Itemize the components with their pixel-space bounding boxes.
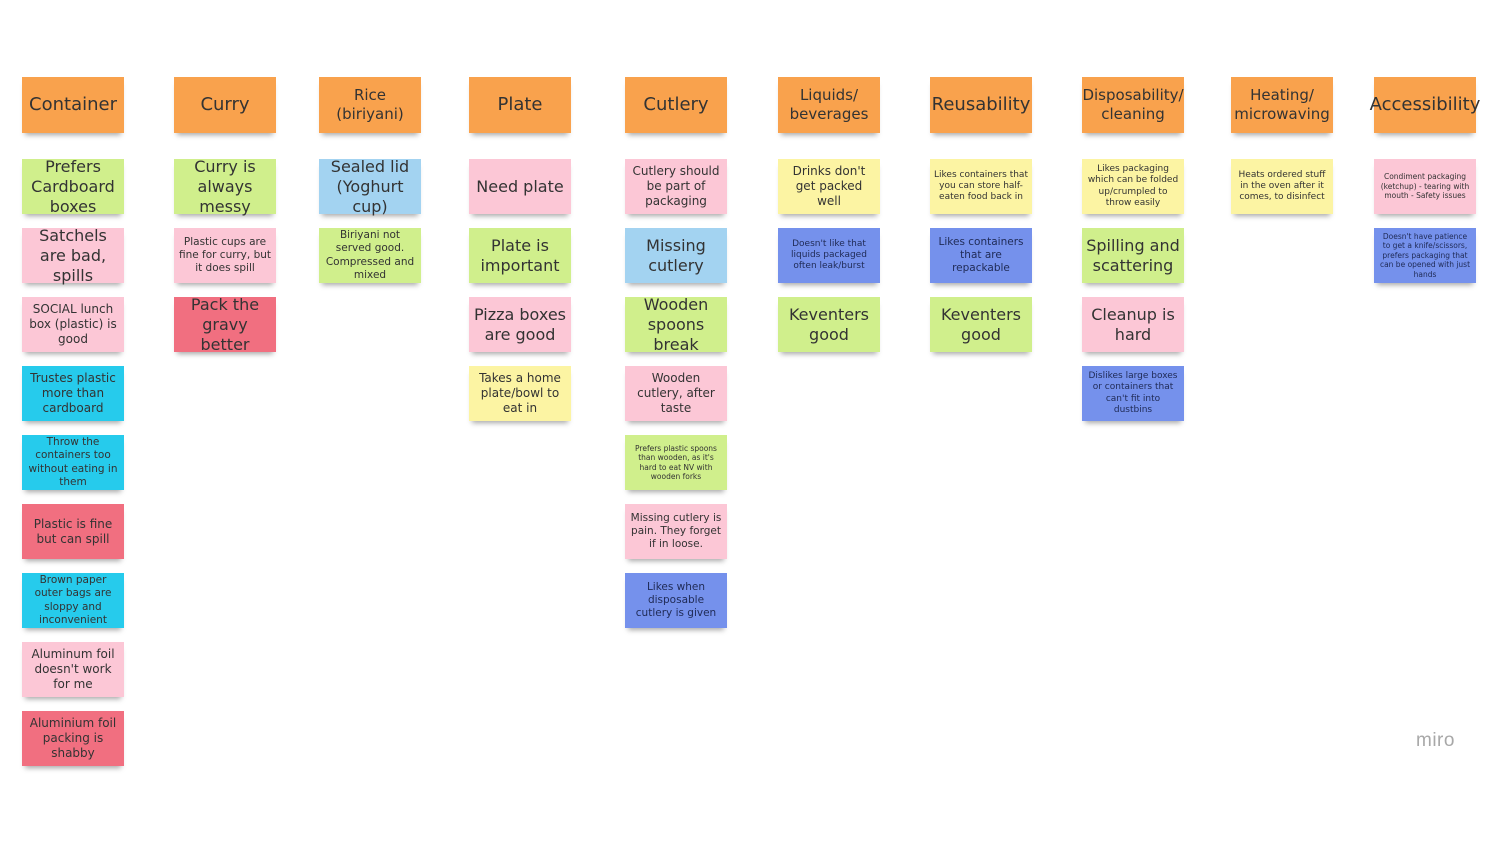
sticky-note[interactable]: Cutlery should be part of packaging: [625, 159, 727, 214]
sticky-note[interactable]: Likes containers that are repackable: [930, 228, 1032, 283]
sticky-note[interactable]: Sealed lid (Yoghurt cup): [319, 157, 421, 216]
sticky-note[interactable]: Pizza boxes are good: [469, 297, 571, 352]
column-header-sticky[interactable]: Rice (biriyani): [319, 77, 421, 133]
column-header-sticky[interactable]: Accessibility: [1370, 77, 1480, 133]
sticky-note[interactable]: Spilling and scattering: [1082, 228, 1184, 283]
miro-logo: miro: [1416, 730, 1455, 751]
sticky-note[interactable]: Need plate: [469, 159, 571, 214]
column-header-sticky[interactable]: Liquids/ beverages: [778, 77, 880, 133]
sticky-note[interactable]: Doesn't have patience to get a knife/sci…: [1374, 228, 1476, 283]
sticky-note[interactable]: Dislikes large boxes or containers that …: [1082, 366, 1184, 421]
sticky-note[interactable]: Pack the gravy better: [174, 295, 276, 354]
sticky-note[interactable]: Missing cutlery: [625, 228, 727, 283]
column-header-sticky[interactable]: Curry: [174, 77, 276, 133]
sticky-note[interactable]: Plastic cups are fine for curry, but it …: [174, 228, 276, 283]
sticky-note[interactable]: Doesn't like that liquids packaged often…: [778, 228, 880, 283]
column-header-sticky[interactable]: Cutlery: [625, 77, 727, 133]
sticky-note[interactable]: Heats ordered stuff in the oven after it…: [1231, 159, 1333, 214]
sticky-note[interactable]: Likes when disposable cutlery is given: [625, 573, 727, 628]
sticky-note[interactable]: Missing cutlery is pain. They forget if …: [625, 504, 727, 559]
sticky-note[interactable]: Trustes plastic more than cardboard: [22, 366, 124, 421]
sticky-note[interactable]: Biriyani not served good. Compressed and…: [319, 228, 421, 283]
sticky-note[interactable]: Keventers good: [778, 297, 880, 352]
sticky-note[interactable]: Prefers plastic spoons than wooden, as i…: [625, 435, 727, 490]
sticky-note[interactable]: Takes a home plate/bowl to eat in: [469, 366, 571, 421]
sticky-note[interactable]: Satchels are bad, spills: [22, 226, 124, 285]
sticky-note[interactable]: Throw the containers too without eating …: [22, 435, 124, 490]
sticky-note[interactable]: SOCIAL lunch box (plastic) is good: [22, 297, 124, 352]
column-header-sticky[interactable]: Plate: [469, 77, 571, 133]
sticky-note[interactable]: Plate is important: [469, 228, 571, 283]
sticky-note[interactable]: Curry is always messy: [174, 157, 276, 216]
sticky-note[interactable]: Aluminum foil doesn't work for me: [22, 642, 124, 697]
column-header-sticky[interactable]: Reusability: [930, 77, 1032, 133]
sticky-note[interactable]: Aluminium foil packing is shabby: [22, 711, 124, 766]
sticky-note[interactable]: Likes containers that you can store half…: [930, 159, 1032, 214]
column-header-sticky[interactable]: Container: [22, 77, 124, 133]
sticky-note[interactable]: Plastic is fine but can spill: [22, 504, 124, 559]
sticky-note[interactable]: Wooden spoons break: [625, 295, 727, 354]
sticky-note[interactable]: Brown paper outer bags are sloppy and in…: [22, 573, 124, 628]
sticky-note[interactable]: Likes packaging which can be folded up/c…: [1082, 159, 1184, 214]
sticky-note[interactable]: Condiment packaging (ketchup) - tearing …: [1374, 159, 1476, 214]
sticky-note[interactable]: Prefers Cardboard boxes: [22, 157, 124, 216]
column-header-sticky[interactable]: Disposability/ cleaning: [1082, 77, 1184, 133]
sticky-note[interactable]: Cleanup is hard: [1082, 297, 1184, 352]
column-header-sticky[interactable]: Heating/ microwaving: [1231, 77, 1333, 133]
sticky-note[interactable]: Wooden cutlery, after taste: [625, 366, 727, 421]
sticky-note[interactable]: Drinks don't get packed well: [778, 159, 880, 214]
sticky-note[interactable]: Keventers good: [930, 297, 1032, 352]
